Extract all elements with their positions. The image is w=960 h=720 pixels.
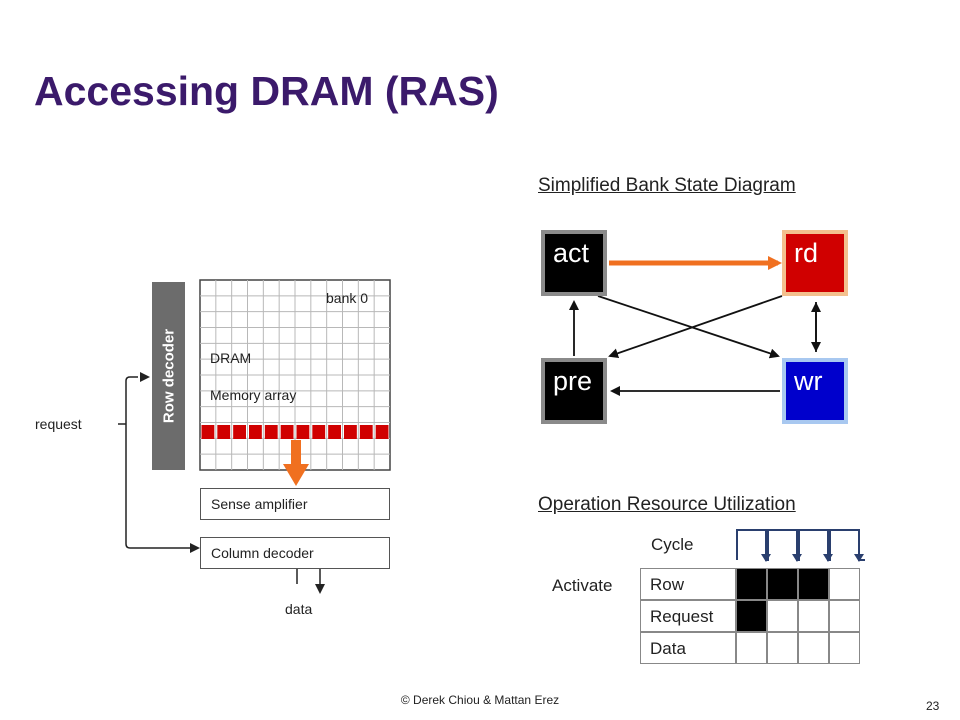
activated-row-cell [264, 425, 278, 439]
operation-label: Activate [552, 576, 613, 595]
memory-array-grid [199, 279, 391, 471]
request-wire [125, 376, 190, 549]
request-label: request [35, 416, 82, 432]
sense-amplifier-label: Sense amplifier [211, 496, 308, 512]
row-decoder: Row decoder [152, 282, 185, 470]
cycle-clock-waveform [736, 529, 865, 561]
utilization-cell-idle [767, 632, 798, 664]
state-rd: rd [782, 230, 848, 296]
state-pre: pre [541, 358, 607, 424]
bank-label: bank 0 [326, 290, 369, 306]
state-diagram-heading: Simplified Bank State Diagram [538, 175, 796, 196]
footer-credit: © Derek Chiou & Mattan Erez [400, 693, 560, 707]
activated-row-cell [280, 425, 294, 439]
utilization-cell-busy [736, 568, 767, 600]
utilization-row-label: Data [640, 632, 736, 664]
row-decoder-label: Row decoder [160, 328, 177, 424]
data-label: data [285, 601, 313, 617]
utilization-cell-idle [829, 632, 860, 664]
page-title: Accessing DRAM (RAS) [34, 68, 499, 114]
activated-row-cell [201, 425, 215, 439]
column-decoder-label: Column decoder [211, 545, 314, 561]
activated-row-cell [249, 425, 262, 439]
activated-row-cell [217, 425, 231, 439]
utilization-row-label: Request [640, 600, 736, 632]
row-to-sense-arrow-shaft [291, 440, 301, 466]
activated-row-cell [233, 425, 246, 439]
column-decoder-box: Column decoder [200, 537, 390, 569]
act-to-wr-arrow [597, 295, 780, 359]
utilization-cell-idle [829, 568, 860, 600]
activated-row-cell [328, 425, 341, 439]
array-label-line2: Memory array [210, 387, 297, 403]
activated-row-cell [359, 425, 373, 439]
utilization-cell-idle [736, 632, 767, 664]
utilization-cell-idle [829, 600, 860, 632]
utilization-heading: Operation Resource Utilization [538, 494, 796, 515]
cycle-label: Cycle [651, 535, 694, 554]
utilization-cell-idle [798, 600, 829, 632]
activated-row-cell [312, 425, 326, 439]
utilization-cell-busy [736, 600, 767, 632]
utilization-row-label: Row [640, 568, 736, 600]
state-wr: wr [782, 358, 848, 424]
activated-row-cell [344, 425, 357, 439]
activated-row-cell [375, 425, 389, 439]
rd-to-pre-arrow [608, 295, 783, 359]
page-number: 23 [926, 699, 940, 713]
utilization-cell-busy [767, 568, 798, 600]
utilization-cell-idle [798, 632, 829, 664]
row-to-sense-arrow-head [283, 464, 309, 486]
utilization-cell-idle [767, 600, 798, 632]
array-label-line1: DRAM [210, 350, 252, 366]
state-act: act [541, 230, 607, 296]
activated-row-cell [296, 425, 310, 439]
sense-amplifier-box: Sense amplifier [200, 488, 390, 520]
utilization-cell-busy [798, 568, 829, 600]
